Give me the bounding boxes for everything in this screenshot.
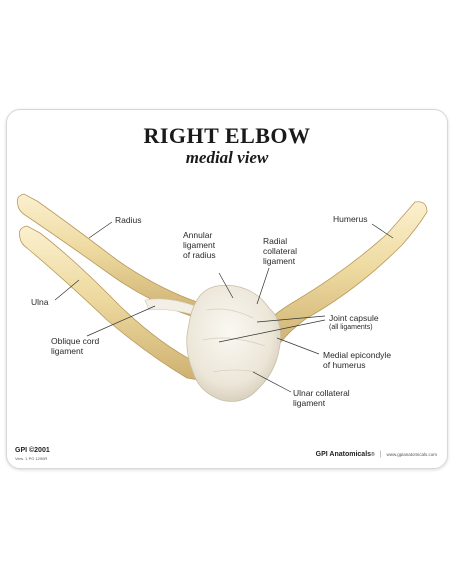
label-annular-line2: ligament [183, 240, 216, 250]
label-joint-line2: (all ligaments) [329, 324, 373, 331]
label-joint-line1: Joint capsule [329, 313, 379, 323]
label-ulna: Ulna [31, 297, 49, 307]
diagram-subtitle: medial view [185, 148, 269, 167]
footer-separator: | [379, 451, 382, 458]
label-joint-capsule: Joint capsule (all ligaments) [329, 313, 379, 332]
label-radial-line3: ligament [263, 256, 296, 266]
leader-joint [256, 315, 326, 323]
label-radial-line1: Radial [263, 236, 288, 246]
leader-annular [218, 272, 234, 299]
anatomy-card: RIGHT ELBOW medial view [6, 109, 448, 469]
label-radial-collateral: Radial collateral ligament [263, 236, 297, 266]
brand-website: www.gpianatomicals.com [386, 452, 437, 457]
leader-ulnar [252, 371, 292, 393]
label-ulnar-line1: Ulnar collateral [293, 388, 350, 398]
brand-name: GPI Anatomicals [315, 451, 372, 458]
label-oblique-line2: ligament [51, 346, 84, 356]
label-annular-line3: of radius [183, 250, 216, 260]
leader-radial [256, 267, 270, 305]
diagram-title: RIGHT ELBOW [143, 123, 311, 148]
label-ulnar-line2: ligament [293, 398, 326, 408]
label-annular-ligament: Annular ligament of radius [183, 230, 216, 260]
leader-lines [54, 221, 394, 393]
label-ulnar-collateral: Ulnar collateral ligament [293, 388, 350, 408]
brand-footer: GPI Anatomicals® | www.gpianatomicals.co… [316, 451, 437, 458]
leader-medial [276, 337, 320, 355]
label-medial-line1: Medial epicondyle [323, 350, 392, 360]
label-oblique-cord: Oblique cord ligament [51, 336, 99, 356]
leader-joint-2 [218, 319, 326, 343]
label-radial-line2: collateral [263, 246, 298, 256]
copyright-text: GPI ©2001 [15, 447, 50, 454]
leader-humerus [371, 223, 394, 239]
elbow-illustration [16, 193, 428, 402]
registered-mark: ® [371, 452, 375, 458]
label-radius: Radius [115, 215, 142, 225]
catalog-text: Vers. 1 PG 1290R [15, 456, 48, 461]
label-humerus: Humerus [333, 214, 368, 224]
joint-capsule [186, 284, 282, 402]
label-oblique-line1: Oblique cord [51, 336, 100, 346]
label-medial-epicondyle: Medial epicondyle of humerus [323, 350, 391, 370]
humerus-bone [250, 201, 428, 351]
leader-oblique [86, 305, 156, 337]
leader-radius [88, 221, 113, 239]
leader-ulna [54, 279, 80, 301]
label-annular-line1: Annular [183, 230, 213, 240]
label-medial-line2: of humerus [323, 360, 366, 370]
